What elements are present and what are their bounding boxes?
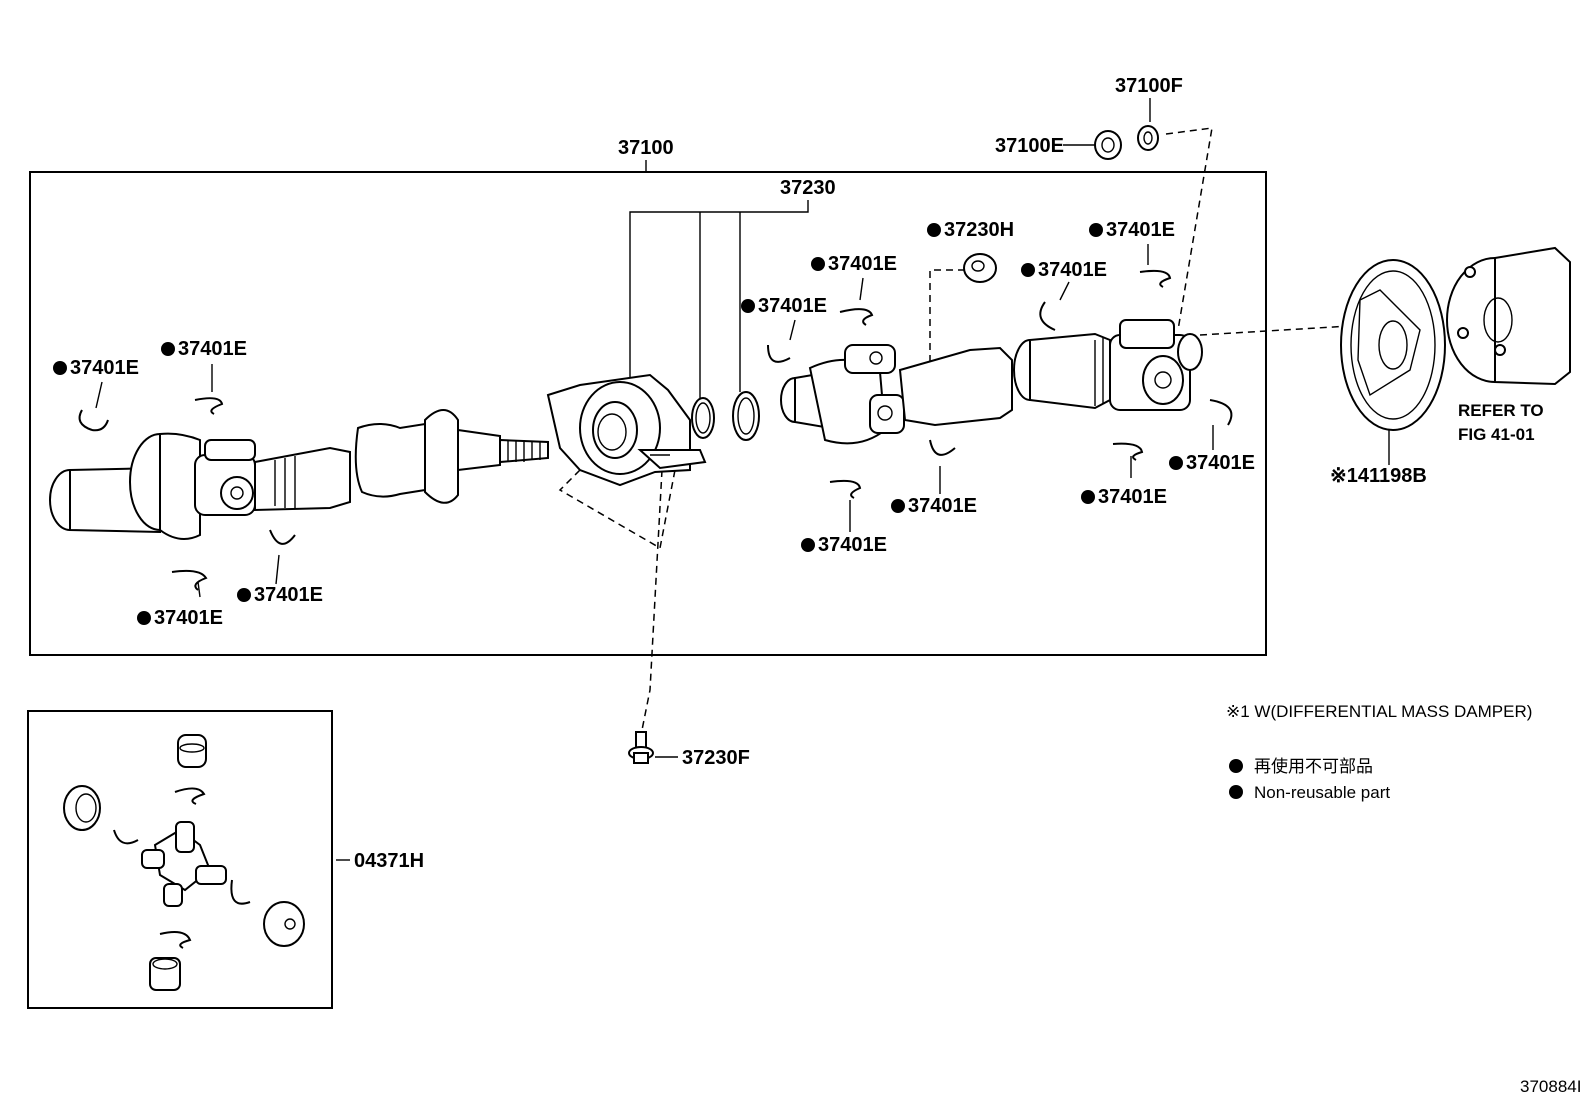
bolt-37230F [628,731,654,764]
nut-37100E [1094,130,1122,160]
label-37401E-4: 37401E [154,607,223,629]
snap-ring-1 [78,409,109,432]
label-37401E-7: 37401E [1038,259,1107,281]
damper-note: ※1 W(DIFFERENTIAL MASS DAMPER) [1226,702,1532,721]
label-37401E-8: 37401E [1106,219,1175,241]
label-37230: 37230 [780,177,836,199]
label-41198B: ※141198B [1330,465,1427,487]
assembly-frame-37100 [29,171,1267,656]
snap-ring-3 [269,529,296,545]
label-37401E-9: 37401E [908,495,977,517]
label-37100E: 37100E [995,135,1064,157]
bushing-37230H [963,253,997,283]
differential-mass-damper [1340,259,1446,431]
label-37401E-6: 37401E [828,253,897,275]
front-shaft [49,409,549,540]
differential-flange [1446,246,1571,386]
snap-ring-12 [1209,399,1233,426]
label-37401E-2: 37401E [178,338,247,360]
snap-ring-9 [929,439,956,456]
label-37401E-10: 37401E [818,534,887,556]
label-37100F: 37100F [1115,75,1183,97]
spacer-ring-2 [732,391,760,441]
assembly-frame-04371H [27,710,333,1009]
label-37230H: 37230H [944,219,1014,241]
label-37230F: 37230F [682,747,750,769]
rear-shaft [780,319,1203,445]
figure-id: 370884I [1520,1077,1581,1096]
snap-ring-8 [1139,269,1172,288]
legend-english: Non-reusable part [1254,783,1390,802]
refer-text-line1: REFER TO [1458,401,1544,420]
snap-ring-10 [829,479,862,499]
snap-ring-7 [1039,301,1056,331]
snap-ring-6 [839,308,874,326]
snap-ring-11 [1112,442,1144,461]
label-37401E-12: 37401E [1186,452,1255,474]
legend-japanese: 再使用不可部品 [1254,756,1373,776]
label-37401E-1: 37401E [70,357,139,379]
refer-text-line2: FIG 41-01 [1458,425,1535,444]
label-37100: 37100 [618,137,674,159]
snap-ring-4 [171,569,208,591]
snap-ring-5 [767,344,791,363]
label-37401E-3: 37401E [254,584,323,606]
label-37401E-11: 37401E [1098,486,1167,508]
label-04371H: 04371H [354,850,424,872]
universal-joint-exploded [63,734,305,991]
label-37401E-5: 37401E [758,295,827,317]
spacer-ring-1 [691,397,715,439]
snap-ring-2 [194,397,224,415]
washer-37100F [1137,125,1159,151]
center-bearing [546,373,707,487]
